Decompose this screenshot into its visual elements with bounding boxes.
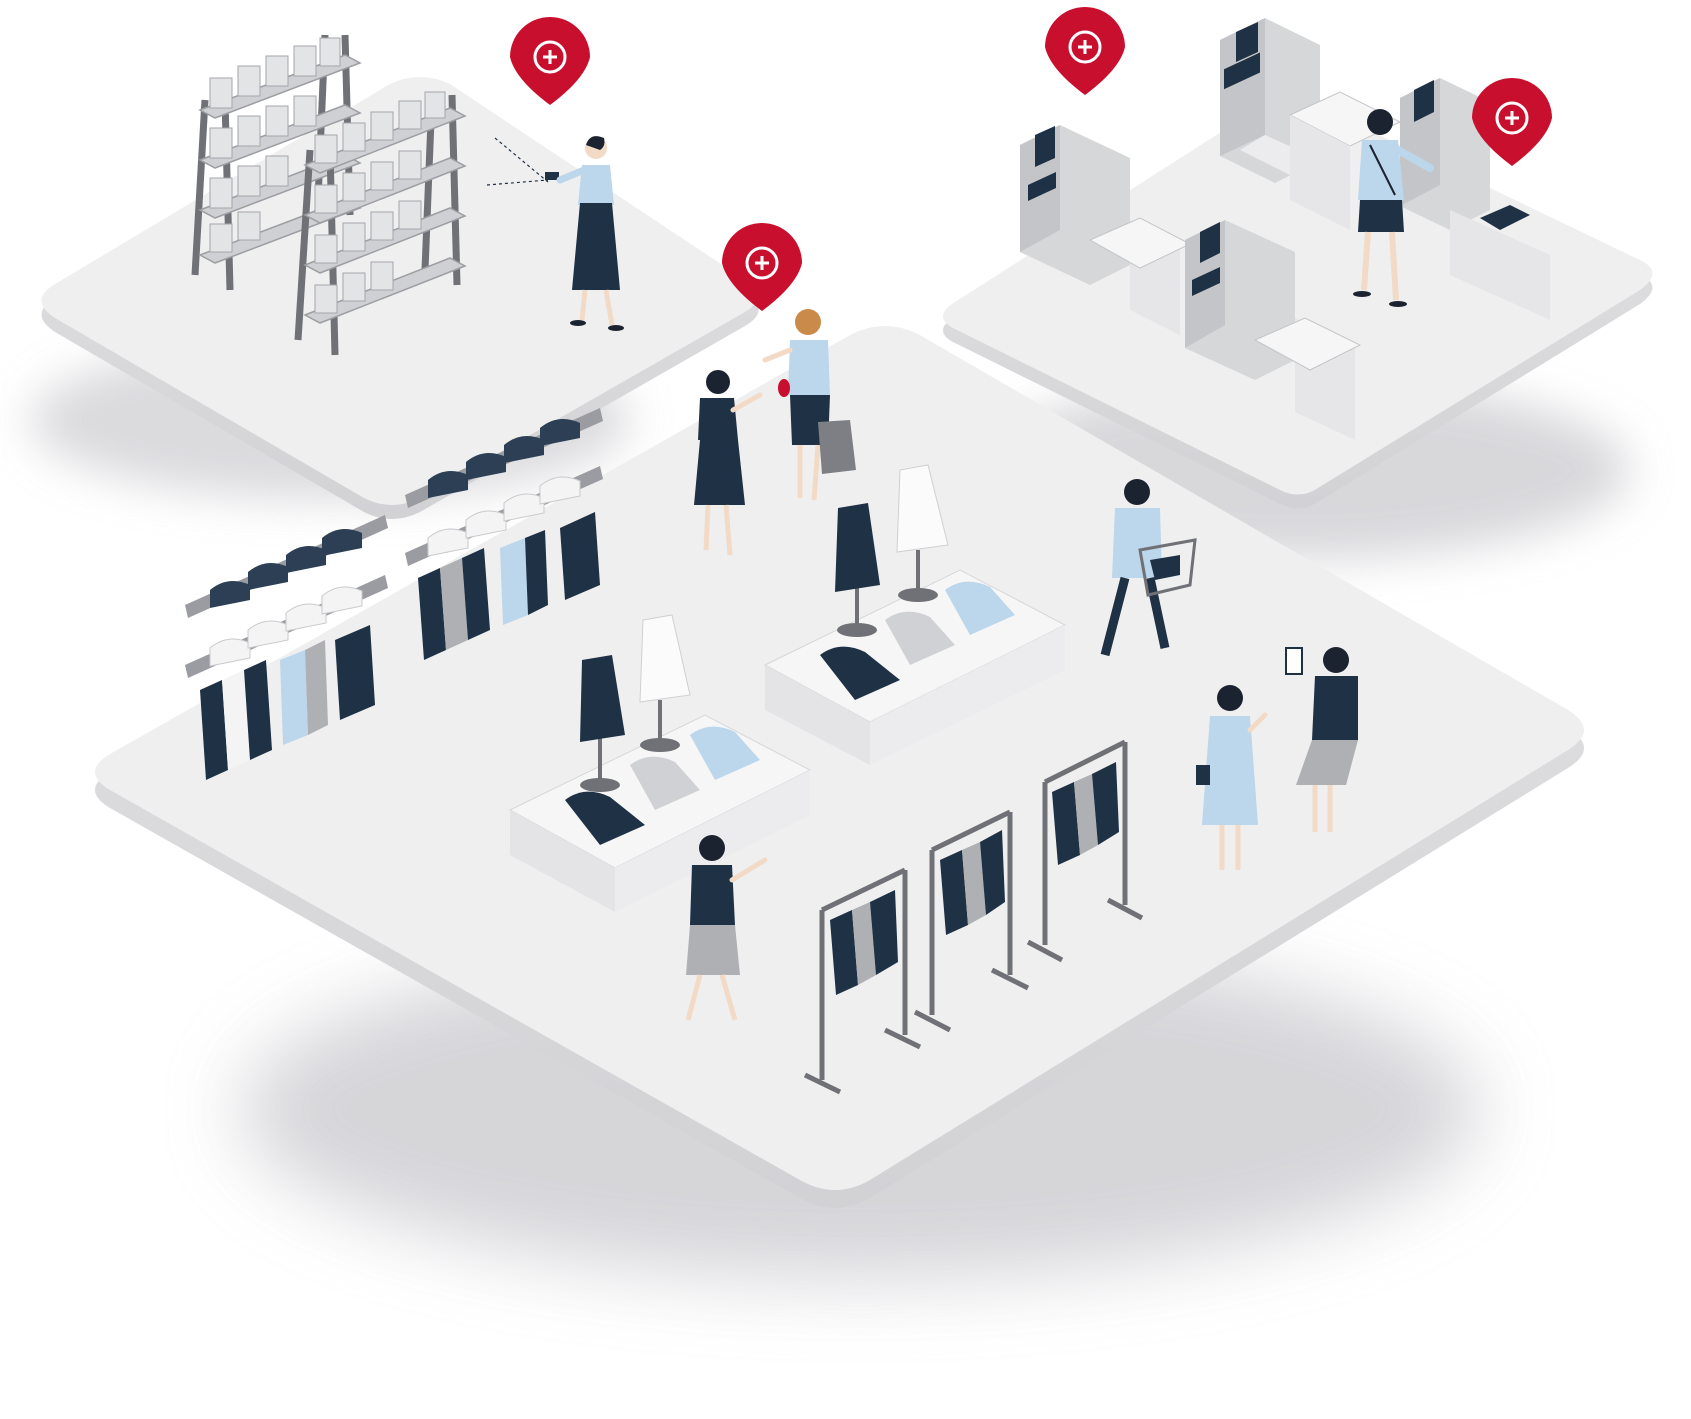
display-table: [763, 464, 1067, 765]
plus-icon: [1078, 40, 1092, 54]
self-checkout-kiosk: [1400, 78, 1550, 320]
stockroom-hotspot-pin[interactable]: [510, 17, 590, 105]
plus-icon: [1505, 111, 1519, 125]
stockroom-shelving: [191, 34, 467, 356]
checkout-counter-hotspot-pin[interactable]: [1472, 78, 1552, 166]
self-checkout-kiosk: [1020, 125, 1192, 335]
garment-rack: [913, 809, 1030, 1033]
sales-floor-platform: [95, 326, 1584, 1208]
staff-greeting-customer: [694, 370, 763, 556]
garment-rack: [1026, 739, 1144, 963]
tablet-icon: [1285, 647, 1303, 675]
garment-rack: [803, 867, 922, 1095]
card-reader-icon: [1480, 205, 1530, 230]
garment-racks: [803, 739, 1144, 1095]
handbag-icon: [778, 379, 790, 397]
employee-scanning-inventory: [486, 136, 624, 331]
staff-showing-tablet: [1285, 647, 1358, 832]
wall-shelf-unit: [405, 408, 603, 660]
customer-service-hotspot-pin[interactable]: [722, 223, 802, 311]
self-checkout-kiosk: [1220, 18, 1320, 183]
customer-with-basket: [1100, 479, 1197, 657]
customer-using-kiosk: [1353, 109, 1434, 307]
barcode-scanner-icon: [545, 172, 559, 180]
shelf-unit: [294, 91, 467, 356]
staff-walking: [685, 835, 768, 1021]
self-checkout-kiosk: [1185, 220, 1362, 440]
shopping-bag-icon: [818, 420, 856, 474]
plus-icon: [543, 50, 557, 64]
customer-with-shopping-bag: [762, 309, 856, 501]
shopping-basket-icon: [1138, 538, 1197, 597]
wall-shelf-unit: [185, 515, 388, 780]
plus-icon: [755, 256, 769, 270]
self-checkout-kiosks: [1020, 18, 1550, 440]
wall-shelves: [185, 408, 603, 780]
self-checkout-hotspot-pin[interactable]: [1045, 7, 1125, 95]
customer-in-blue-dress: [1196, 685, 1268, 870]
